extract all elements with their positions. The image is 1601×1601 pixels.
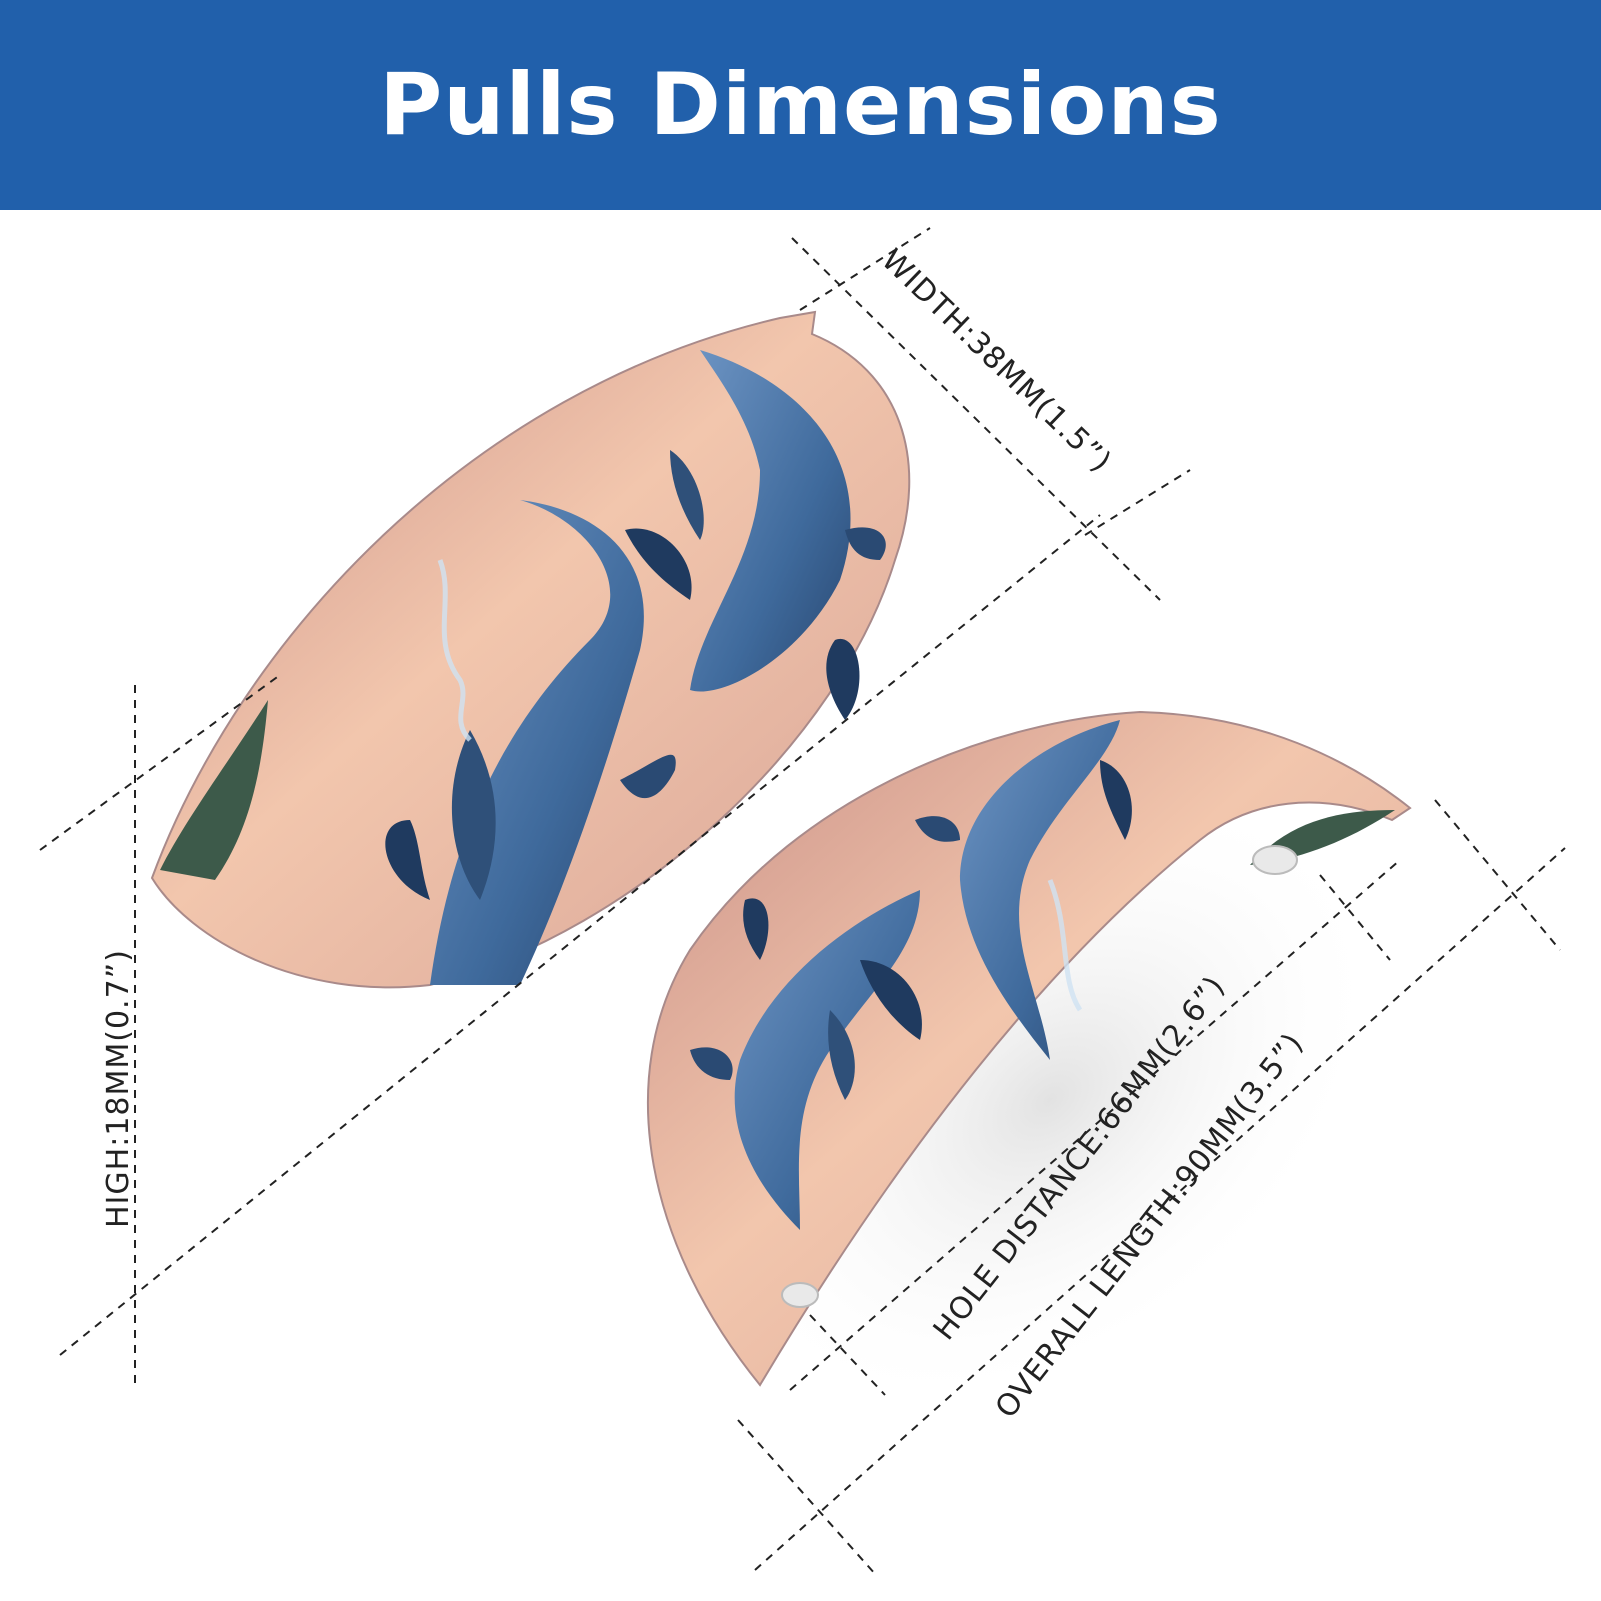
overall-length-extension-line bbox=[1434, 799, 1561, 951]
screw-post bbox=[1252, 845, 1298, 875]
header-banner: Pulls Dimensions bbox=[0, 0, 1601, 210]
dolphin-illustration bbox=[690, 890, 922, 1230]
pull-handle-top bbox=[150, 310, 911, 989]
width-guide-line bbox=[791, 237, 1161, 601]
high-extension-line bbox=[59, 514, 1101, 1356]
page-title: Pulls Dimensions bbox=[379, 55, 1222, 155]
high-label: HIGH:18MM(0.7”) bbox=[101, 949, 136, 1228]
hole-distance-extension-line bbox=[1319, 874, 1391, 961]
dolphin-illustration bbox=[915, 720, 1132, 1060]
overall-length-guide-line bbox=[754, 847, 1566, 1571]
dolphin-illustration bbox=[625, 350, 886, 720]
screw-post bbox=[781, 1282, 819, 1308]
hole-distance-extension-line bbox=[809, 1314, 886, 1396]
width-extension-line bbox=[1084, 469, 1191, 536]
pull-handle-bottom bbox=[646, 710, 1412, 1411]
dolphin-illustration bbox=[385, 500, 676, 985]
high-extension-line bbox=[39, 674, 281, 851]
overall-length-extension-line bbox=[737, 1419, 877, 1576]
dimension-diagram: WIDTH:38MM(1.5”) HIGH:18MM(0.7”) HOLE DI… bbox=[39, 227, 1566, 1576]
width-extension-line bbox=[799, 227, 931, 311]
dimension-guides bbox=[39, 227, 1566, 1576]
width-label: WIDTH:38MM(1.5”) bbox=[874, 243, 1118, 480]
